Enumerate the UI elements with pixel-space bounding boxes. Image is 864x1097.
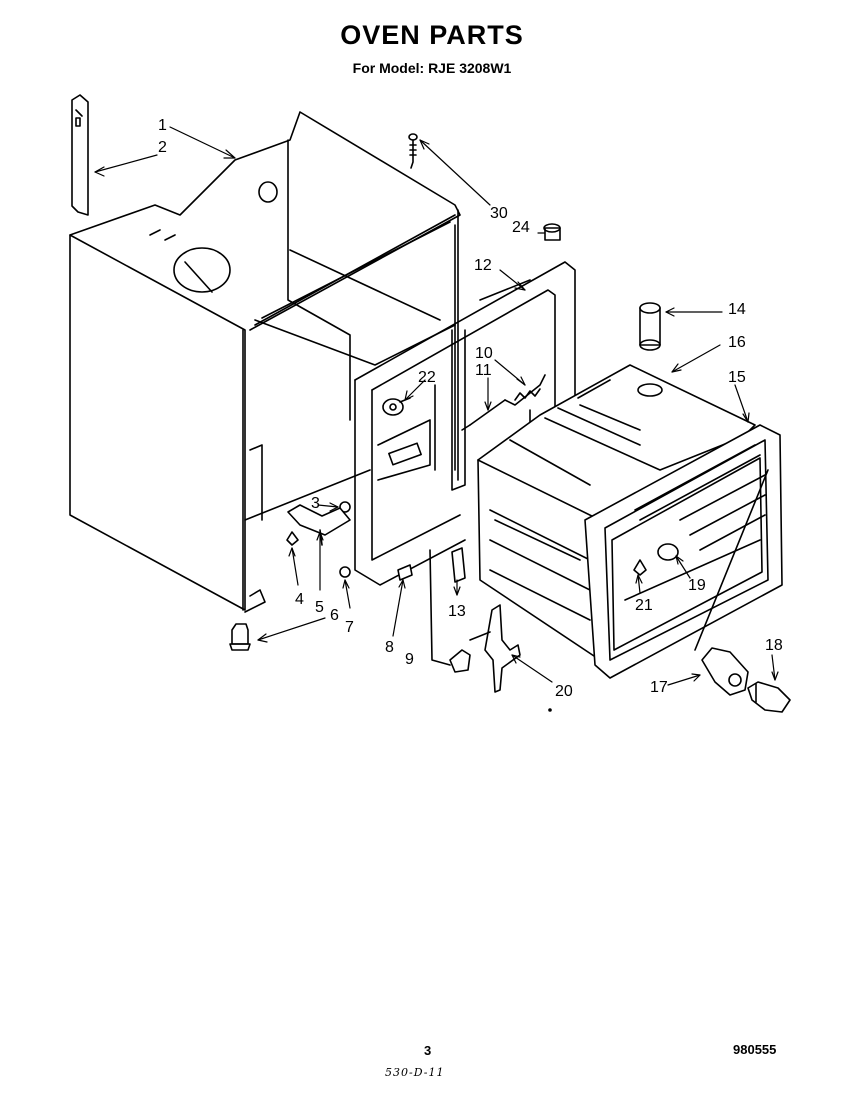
- callout-24: 24: [512, 219, 530, 236]
- part-5-bracket: [287, 504, 351, 546]
- part-3-bolt: [339, 501, 351, 513]
- part-2-rail: [71, 94, 89, 216]
- part-4-clip: [286, 531, 299, 546]
- callout-2: 2: [158, 139, 167, 156]
- callout-13: 13: [448, 603, 466, 620]
- blower-disk: [173, 247, 231, 293]
- callout-12: 12: [474, 257, 492, 274]
- callout-11: 11: [475, 362, 492, 379]
- callout-8: 8: [385, 639, 394, 656]
- part-22-switch: [382, 397, 411, 416]
- part-9-hinge-piece: [449, 649, 471, 673]
- part-18-bulb: [747, 681, 791, 713]
- callout-7: 7: [345, 619, 354, 636]
- lamp-wire-17: [694, 469, 769, 651]
- liner-vent: [637, 383, 663, 397]
- callout-10: 10: [475, 345, 493, 362]
- part-24-knob: [543, 223, 561, 241]
- callout-6: 6: [330, 607, 339, 624]
- part-10-11-hinge: [461, 374, 546, 431]
- callout-16: 16: [728, 334, 746, 351]
- leader-lines: [94, 126, 779, 686]
- document-code: 980555: [733, 1042, 777, 1057]
- callout-15: 15: [728, 369, 746, 386]
- callout-labels: 1 2 3 4 5 6 7 8 9 10 11 12 13 14 15 16 1…: [158, 117, 783, 700]
- part-19-lens: [657, 543, 679, 561]
- part-14-vent-tube: [639, 302, 661, 351]
- callout-5: 5: [315, 599, 324, 616]
- part-30-screw: [408, 133, 418, 169]
- handwritten-note: 530-D-11: [385, 1066, 445, 1079]
- part-8-pin: [397, 564, 413, 581]
- callout-21: 21: [635, 597, 653, 614]
- callout-19: 19: [688, 577, 706, 594]
- part-13-bracket: [451, 547, 466, 583]
- page-title: OVEN PARTS: [340, 20, 524, 50]
- callout-20: 20: [555, 683, 573, 700]
- cabinet-body: [69, 111, 461, 613]
- part-17-socket: [701, 647, 749, 696]
- page-number: 3: [424, 1043, 432, 1058]
- callout-30: 30: [490, 205, 508, 222]
- callout-4: 4: [295, 591, 304, 608]
- callout-22: 22: [418, 369, 436, 386]
- callout-1: 1: [158, 117, 167, 134]
- callout-17: 17: [650, 679, 668, 696]
- part-20-door-hinge: [469, 604, 521, 693]
- part-21-clip: [633, 559, 647, 576]
- part-6-leveling-leg: [229, 623, 251, 651]
- callout-3: 3: [311, 495, 320, 512]
- callout-9: 9: [405, 651, 414, 668]
- oven-liner: [477, 364, 783, 679]
- cabinet-vent-hole: [258, 181, 278, 203]
- part-7-nut: [339, 566, 351, 578]
- callout-14: 14: [728, 301, 746, 318]
- model-subtitle: For Model: RJE 3208W1: [352, 60, 512, 76]
- callout-18: 18: [765, 637, 783, 654]
- leader-9-wire: [429, 549, 451, 666]
